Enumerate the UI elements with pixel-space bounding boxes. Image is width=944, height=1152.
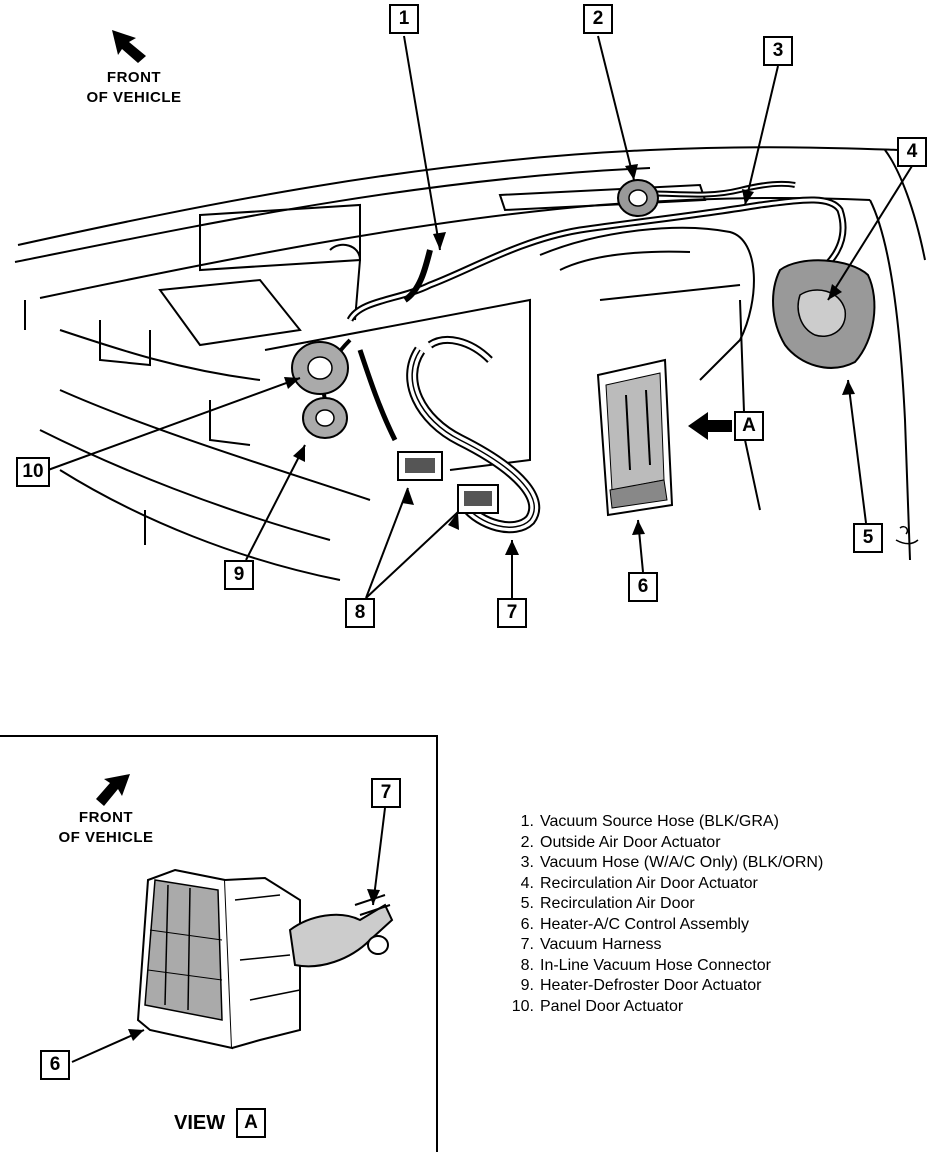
- callout-1: 1: [389, 4, 419, 34]
- legend-item: 5.Recirculation Air Door: [520, 895, 695, 912]
- legend-item: 9.Heater-Defroster Door Actuator: [520, 977, 762, 994]
- detail-callout-7: 7: [371, 778, 401, 808]
- view-title: VIEW: [174, 1112, 225, 1135]
- legend-item: 7.Vacuum Harness: [520, 936, 662, 953]
- detail-leader-arrowheads: [128, 889, 380, 1041]
- callout-6: 6: [628, 572, 658, 602]
- callout-4: 4: [897, 137, 927, 167]
- view-title-ref: A: [236, 1108, 266, 1138]
- legend-item: 8.In-Line Vacuum Hose Connector: [520, 956, 771, 974]
- detail-control-assembly: [136, 868, 301, 1050]
- detail-front-of-vehicle-label: FRONT OF VEHICLE: [44, 808, 168, 848]
- dashboard-outline: [14, 146, 926, 581]
- callout-2: 2: [583, 4, 613, 34]
- detail-front-label-line2: OF VEHICLE: [58, 829, 154, 846]
- in-line-vacuum-hose-connector: [397, 451, 499, 514]
- legend-item: 3.Vacuum Hose (W/A/C Only) (BLK/ORN): [520, 854, 824, 871]
- detail-vacuum-harness: [288, 894, 394, 968]
- detail-view-frame: [0, 735, 438, 1152]
- heater-ac-control-assembly: [596, 358, 674, 517]
- view-title-text: VIEW: [174, 1112, 226, 1134]
- legend-item: 4.Recirculation Air Door Actuator: [520, 874, 758, 892]
- callout-5: 5: [853, 523, 883, 553]
- arrow-up-right-icon: [96, 774, 130, 806]
- parts-legend: 1.Vacuum Source Hose (BLK/GRA) 2.Outside…: [500, 812, 824, 1017]
- legend-item: 10.Panel Door Actuator: [511, 997, 684, 1015]
- legend-item: 1.Vacuum Source Hose (BLK/GRA): [520, 813, 779, 830]
- callout-8: 8: [345, 598, 375, 628]
- heater-defroster-door-actuator: [302, 397, 348, 439]
- front-label-line2: OF VEHICLE: [86, 89, 182, 106]
- leader-lines: [47, 35, 913, 599]
- leader-arrowheads: [284, 164, 855, 555]
- legend-item: 6.Heater-A/C Control Assembly: [520, 915, 749, 933]
- callout-7: 7: [497, 598, 527, 628]
- detail-callout-6: 6: [40, 1050, 70, 1080]
- panel-door-actuator: [291, 341, 349, 395]
- callout-3: 3: [763, 36, 793, 66]
- detail-front-label-line1: FRONT: [78, 809, 134, 826]
- arrow-up-left-icon: [112, 30, 146, 63]
- vacuum-hoses: [321, 180, 847, 442]
- recirculation-air-door: [772, 259, 876, 369]
- view-a-callout: A: [734, 411, 764, 441]
- callout-9: 9: [224, 560, 254, 590]
- scribble-mark: [895, 525, 919, 545]
- vacuum-harness: [406, 336, 541, 534]
- callout-10: 10: [16, 457, 50, 487]
- front-of-vehicle-label: FRONT OF VEHICLE: [72, 68, 196, 108]
- legend-item: 2.Outside Air Door Actuator: [520, 833, 721, 851]
- outside-air-door-actuator: [617, 179, 659, 217]
- view-a-arrow: [688, 412, 732, 440]
- front-label-line1: FRONT: [106, 69, 162, 86]
